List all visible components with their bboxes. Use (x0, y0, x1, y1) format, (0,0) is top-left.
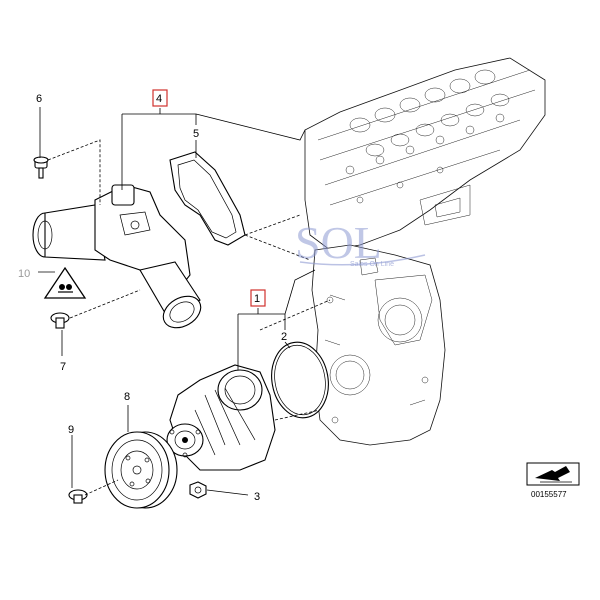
callout-4: 4 (156, 93, 162, 105)
reference-number: 00155577 (531, 490, 567, 499)
pulley-part-8 (104, 431, 178, 509)
bolt-part-7 (50, 312, 70, 329)
callouts: 4 5 6 10 7 1 2 8 9 3 (18, 89, 287, 503)
o-ring-inner (274, 344, 326, 416)
thermostat-gasket (169, 151, 246, 246)
water-pump (166, 364, 276, 471)
thermostat-housing (32, 184, 202, 329)
callout-1: 1 (254, 293, 260, 305)
callout-1-box (250, 289, 266, 307)
watermark-subtitle: Sales On Line (350, 261, 394, 268)
o-ring-part-2 (271, 341, 329, 419)
nut-part-3 (189, 481, 207, 499)
callout-7: 7 (60, 361, 66, 373)
callout-6: 6 (36, 93, 42, 105)
warning-triangle-icon (43, 266, 87, 299)
callout-5: 5 (193, 128, 199, 140)
bolt-part-6 (33, 156, 49, 179)
leader-lines (38, 107, 331, 496)
watermark-logo: SOL Sales On Line (295, 217, 426, 268)
arrow-icon (535, 466, 570, 481)
reference-box: 00155577 (526, 462, 580, 499)
watermark-text: SOL (295, 217, 382, 268)
callout-10: 10 (18, 268, 30, 280)
bolt-part-9 (68, 489, 88, 504)
callout-8: 8 (124, 391, 130, 403)
callout-9: 9 (68, 424, 74, 436)
thermostat-gasket-inner (177, 159, 237, 239)
callout-3: 3 (254, 491, 260, 503)
callout-4-box (152, 89, 168, 107)
callout-2: 2 (281, 331, 287, 343)
